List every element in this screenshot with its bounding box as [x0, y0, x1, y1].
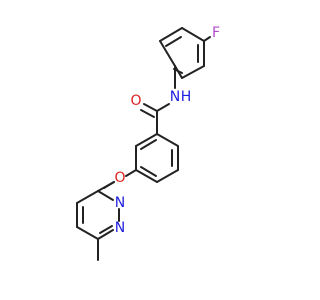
atom-labels: F N H O O N N: [114, 25, 220, 236]
bonds: [76, 27, 211, 261]
ring-nitrogen-2-label: N: [115, 220, 125, 236]
amide-hydrogen-label: H: [181, 89, 192, 105]
bond: [76, 190, 99, 204]
bond: [140, 166, 157, 177]
bond: [99, 225, 113, 234]
amide-nitrogen-label: N: [170, 89, 180, 105]
bond: [135, 133, 158, 147]
molecule-svg: F N H O O N N: [76, 25, 220, 261]
bond: [140, 139, 157, 150]
fluorine-atom-label: F: [212, 25, 220, 41]
bond: [165, 36, 182, 47]
bond: [97, 229, 114, 240]
carbonyl-oxygen-label: O: [130, 93, 141, 109]
bond: [125, 169, 137, 177]
bond: [203, 36, 211, 42]
ether-oxygen-label: O: [114, 170, 125, 186]
bond: [156, 103, 170, 112]
bond: [97, 190, 114, 201]
molecule-structure-diagram: F N H O O N N: [76, 25, 220, 261]
bond: [97, 181, 115, 192]
bond: [181, 27, 205, 42]
ring-nitrogen-1-label: N: [115, 195, 125, 211]
bond: [76, 226, 99, 240]
bond: [135, 169, 158, 183]
bond: [156, 169, 179, 183]
bond: [140, 109, 155, 118]
bond: [156, 133, 179, 147]
bond: [143, 103, 158, 112]
bond: [159, 27, 183, 42]
bond: [159, 40, 176, 67]
bond: [181, 65, 205, 79]
